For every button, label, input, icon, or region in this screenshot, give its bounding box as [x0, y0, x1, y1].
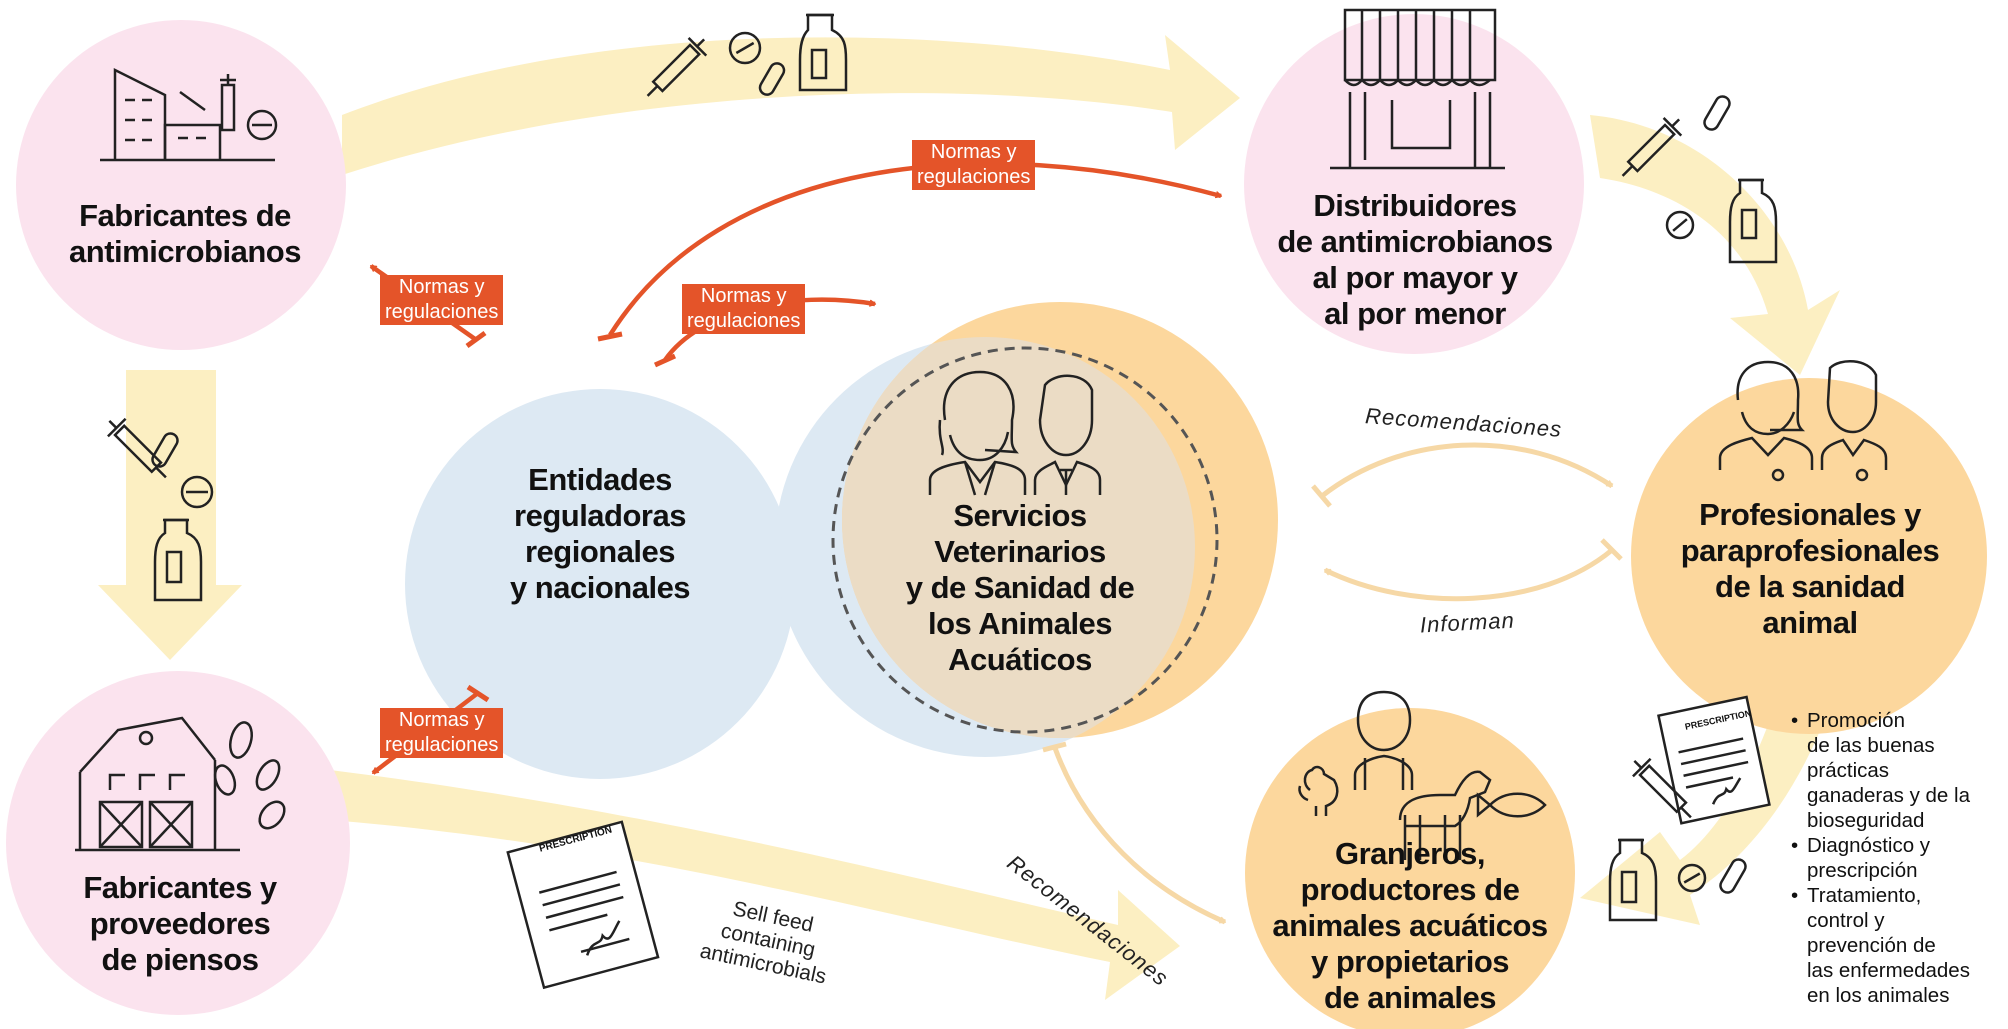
circle-fabricantes-antimicrobianos — [16, 20, 346, 350]
prescription-icon-right — [1657, 695, 1771, 825]
barn-icon — [75, 716, 286, 852]
medicine-icon-bottom-right — [1608, 757, 1747, 922]
role-tratamiento: Tratamiento, control y prevención de las… — [1790, 883, 2005, 1008]
flow-arrow-bottom-right — [1580, 690, 1830, 925]
label-fabricantes-piensos: Fabricantes y proveedores de piensos — [83, 870, 277, 977]
tag-normas-left-top: Normas y regulaciones — [380, 275, 504, 325]
role-diagnostico: Diagnóstico y prescripción — [1790, 833, 2005, 883]
medicine-icon-top — [646, 13, 848, 97]
shop-icon — [1330, 8, 1505, 170]
label-profesionales: Profesionales y paraprofesionales de la … — [1680, 497, 1940, 640]
tag-normas-top: Normas y regulaciones — [912, 140, 1036, 190]
tag-normas-left-bottom: Normas y regulaciones — [380, 708, 504, 758]
inform-arrow-to-services — [1323, 548, 1614, 602]
circle-entidades — [405, 389, 795, 779]
farmer-animals-icon — [1298, 690, 1547, 860]
label-granjeros: Granjeros, productores de animales acuát… — [1272, 836, 1548, 1015]
rec-arrow-to-granjeros — [1052, 747, 1227, 925]
tag-normas-center: Normas y regulaciones — [682, 284, 806, 334]
professionals-icon — [1718, 360, 1888, 482]
flow-arrow-top — [342, 35, 1240, 175]
prescription-icon-bottom — [506, 820, 660, 990]
reg-arrow-to-distribuidores — [608, 161, 1223, 337]
venn-dashed-ring — [831, 346, 1219, 734]
circle-granjeros — [1245, 708, 1575, 1029]
flow-arrow-right — [1590, 115, 1840, 375]
medicine-icon-left — [107, 417, 214, 602]
label-distribuidores: Distribuidores de antimicrobianos al por… — [1277, 188, 1553, 331]
label-informan: Informan — [1419, 607, 1516, 638]
flow-arrow-left — [98, 370, 242, 660]
rec-arrow-to-profesionales — [1320, 442, 1614, 498]
role-promocion: Promoción de las buenas prácticas ganade… — [1790, 708, 2005, 833]
medicine-icon-right — [1621, 95, 1778, 264]
veterinarians-icon — [928, 370, 1102, 496]
circle-distribuidores — [1244, 14, 1584, 354]
label-servicios-veterinarios: Servicios Veterinarios y de Sanidad de l… — [905, 498, 1135, 677]
flow-arrow-bottom — [330, 770, 1180, 1000]
label-fabricantes-antimicrobianos: Fabricantes de antimicrobianos — [69, 198, 301, 269]
label-entidades: Entidades reguladoras regionales y nacio… — [509, 462, 691, 605]
factory-icon — [100, 67, 278, 162]
roles-list: Promoción de las buenas prácticas ganade… — [1790, 708, 2005, 1008]
